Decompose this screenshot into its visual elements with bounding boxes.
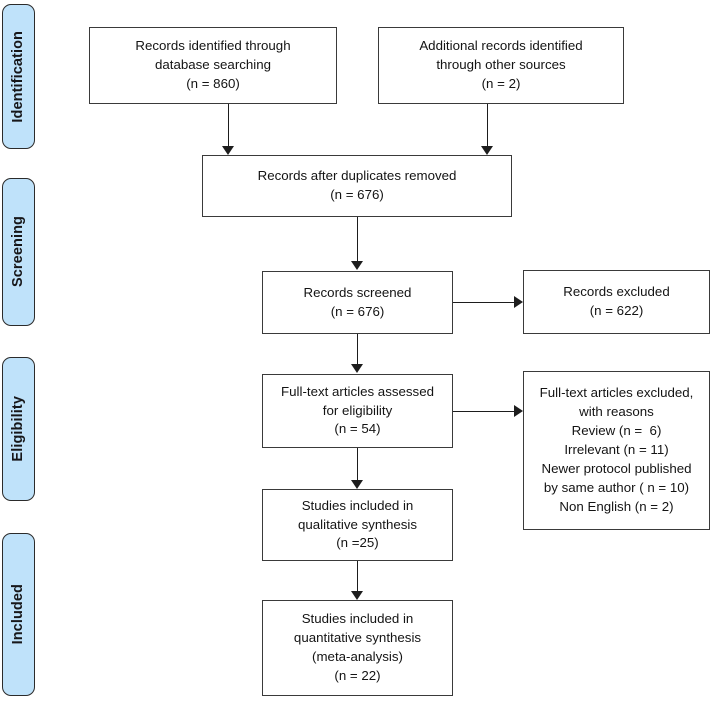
stage-tab-identification: Identification: [2, 4, 35, 149]
stage-tab-included: Included: [2, 533, 35, 696]
arrowhead-screened-to-excluded-icon: [514, 296, 523, 308]
box-quantitative-synthesis-line-2: quantitative synthesis: [293, 630, 422, 646]
stage-tab-screening-label: Screening: [10, 216, 27, 288]
box-quantitative-synthesis: Studies included in quantitative synthes…: [262, 600, 453, 696]
arrowhead-additional-to-duplicates-icon: [481, 146, 493, 155]
box-additional-records-line-2: through other sources: [436, 57, 566, 73]
box-fulltext-excluded-line-5: Newer protocol published: [541, 460, 692, 476]
arrowhead-identified-to-duplicates-icon: [222, 146, 234, 155]
box-qualitative-synthesis-line-2: qualitative synthesis: [298, 516, 417, 532]
box-duplicates-removed-line-1: Records after duplicates removed: [257, 168, 457, 184]
box-records-screened: Records screened (n = 676): [262, 271, 453, 334]
arrowhead-fulltext-to-excluded-icon: [514, 405, 523, 417]
box-additional-records-line-3: (n = 2): [481, 75, 521, 91]
box-quantitative-synthesis-line-4: (n = 22): [334, 667, 381, 683]
stage-tab-eligibility-label: Eligibility: [10, 396, 27, 462]
box-additional-records-line-1: Additional records identified: [419, 38, 583, 54]
box-fulltext-assessed: Full-text articles assessed for eligibil…: [262, 374, 453, 448]
box-quantitative-synthesis-line-3: (meta-analysis): [312, 649, 403, 664]
connector-identified-to-duplicates: [228, 104, 229, 147]
box-records-excluded-line-1: Records excluded: [563, 284, 670, 300]
arrowhead-qualitative-to-quantitative-icon: [351, 591, 363, 600]
box-fulltext-excluded-line-6: by same author ( n = 10): [543, 479, 690, 495]
box-fulltext-assessed-line-1: Full-text articles assessed: [281, 383, 434, 399]
box-fulltext-assessed-line-2: for eligibility: [322, 402, 393, 418]
connector-screened-to-excluded: [453, 302, 515, 303]
connector-fulltext-to-excluded: [453, 411, 515, 412]
arrowhead-duplicates-to-screened-icon: [351, 261, 363, 270]
box-records-identified-line-1: Records identified through: [135, 38, 291, 54]
box-records-identified-line-2: database searching: [154, 57, 272, 73]
stage-tab-screening: Screening: [2, 178, 35, 326]
stage-tab-identification-label: Identification: [10, 30, 27, 123]
box-fulltext-excluded-line-4: Irrelevant (n = 11): [564, 442, 669, 458]
box-records-screened-line-1: Records screened: [303, 284, 412, 300]
stage-tab-included-label: Included: [10, 584, 27, 645]
box-fulltext-excluded: Full-text articles excluded, with reason…: [523, 371, 710, 530]
arrowhead-screened-to-fulltext-icon: [351, 364, 363, 373]
connector-additional-to-duplicates: [487, 104, 488, 147]
arrowhead-fulltext-to-qualitative-icon: [351, 480, 363, 489]
box-qualitative-synthesis-line-3: (n =25): [336, 535, 379, 551]
box-records-excluded: Records excluded (n = 622): [523, 270, 710, 334]
box-fulltext-excluded-line-1: Full-text articles excluded,: [539, 385, 694, 401]
connector-duplicates-to-screened: [357, 217, 358, 262]
connector-qualitative-to-quantitative: [357, 561, 358, 594]
box-fulltext-excluded-line-3: Review (n = 6): [571, 423, 662, 439]
box-duplicates-removed: Records after duplicates removed (n = 67…: [202, 155, 512, 217]
connector-fulltext-to-qualitative: [357, 448, 358, 483]
box-records-identified-line-3: (n = 860): [186, 75, 240, 91]
box-fulltext-assessed-line-3: (n = 54): [334, 421, 381, 437]
box-records-identified: Records identified through database sear…: [89, 27, 337, 104]
box-qualitative-synthesis-line-1: Studies included in: [301, 497, 414, 513]
box-qualitative-synthesis: Studies included in qualitative synthesi…: [262, 489, 453, 561]
connector-screened-to-fulltext: [357, 334, 358, 368]
box-additional-records: Additional records identified through ot…: [378, 27, 624, 104]
box-fulltext-excluded-line-7: Non English (n = 2): [559, 498, 674, 514]
box-quantitative-synthesis-line-1: Studies included in: [301, 611, 414, 627]
box-fulltext-excluded-line-2: with reasons: [579, 404, 654, 420]
box-duplicates-removed-line-2: (n = 676): [330, 187, 384, 202]
stage-tab-eligibility: Eligibility: [2, 357, 35, 501]
box-records-excluded-line-2: (n = 622): [589, 303, 644, 318]
box-records-screened-line-2: (n = 676): [330, 303, 385, 319]
